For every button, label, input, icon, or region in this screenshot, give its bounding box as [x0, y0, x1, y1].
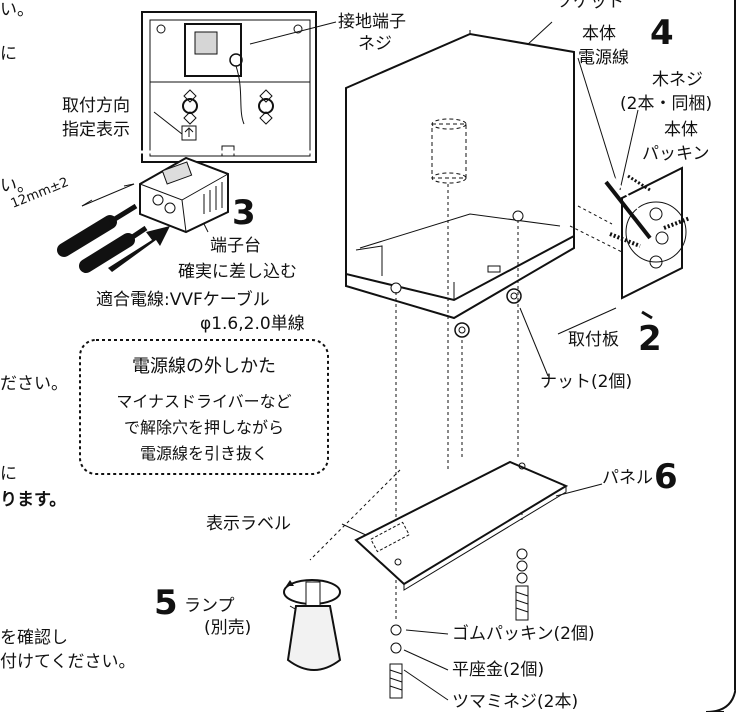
body-packing-label-2: パッキン: [642, 144, 710, 164]
step-4-number: 4: [650, 13, 674, 53]
partial-text-paren: い。: [0, 176, 34, 196]
panel-label: パネル: [602, 468, 653, 488]
body-label: 本体: [582, 24, 616, 44]
wire-spec-label: 適合電線:VVFケーブル: [96, 290, 270, 310]
partial-text-kakunin: を確認し: [0, 628, 68, 648]
partial-text-ni2: に: [0, 464, 17, 484]
screw-stack-left: [389, 624, 403, 699]
step-6-number: 6: [654, 457, 678, 497]
power-line-label: 電源線: [578, 48, 629, 68]
mount-plate: [604, 166, 691, 320]
body-box: [345, 30, 575, 320]
step-2-number: 2: [638, 319, 662, 359]
wires: [57, 183, 170, 273]
ground-terminal-label-1: 接地端子: [338, 12, 406, 32]
callout-line-2: で解除穴を押しながら: [123, 418, 284, 437]
display-label-label: 表示ラベル: [206, 514, 291, 534]
partial-text-bold: ります。: [0, 490, 67, 510]
wire-diameter-label: φ1.6,2.0単線: [200, 314, 305, 334]
lamp-bulb: [283, 579, 342, 671]
callout-line-1: マイナスドライバーなど: [116, 392, 292, 411]
terminal-block-label: 端子台: [210, 236, 261, 256]
partial-text-ni: に: [0, 44, 17, 64]
nuts: [454, 288, 522, 338]
terminal-block: [139, 156, 229, 234]
nut-label: ナット(2個): [540, 372, 633, 392]
callout-line-3: 電源線を引き抜く: [139, 444, 268, 463]
mount-direction-label-1: 取付方向: [62, 96, 130, 116]
callout-title: 電源線の外しかた: [132, 356, 276, 377]
wood-screw-qty-label: (2本・同梱): [620, 94, 713, 114]
insert-firmly-label: 確実に差し込む: [178, 262, 297, 282]
backplate-inset: [118, 0, 317, 163]
socket-label: ソケット: [556, 0, 624, 12]
frame-border: [705, 681, 736, 712]
step-3-number: 3: [232, 193, 256, 233]
mount-direction-label-2: 指定表示: [62, 120, 130, 140]
lamp-label: ランプ: [184, 596, 235, 616]
mount-plate-label: 取付板: [568, 330, 619, 350]
screw-stack-right: [515, 548, 529, 621]
panel: [354, 460, 569, 591]
ground-terminal-label-2: ネジ: [358, 34, 392, 54]
callout-box: [79, 339, 329, 475]
mount-hole-left: [182, 89, 198, 125]
partial-text-tsuke: 付けてください。: [0, 652, 136, 672]
body-packing-label-1: 本体: [664, 120, 698, 140]
knob-screw-label: ツマミネジ(2本): [452, 692, 579, 712]
rubber-packing-label: ゴムパッキン(2個): [452, 624, 595, 644]
wood-screw-label: 木ネジ: [652, 70, 703, 90]
partial-text-dasai: ださい。: [0, 374, 68, 394]
mount-hole-right: [258, 89, 274, 125]
partial-text-top: い。: [0, 0, 34, 20]
removal-callout: 電源線の外しかた マイナスドライバーなど で解除穴を押しながら 電源線を引き抜く: [80, 340, 328, 474]
step-5-number: 5: [154, 583, 178, 623]
lamp-sold-separately-label: (別売): [204, 618, 252, 638]
flat-washer-label: 平座金(2個): [452, 660, 545, 680]
